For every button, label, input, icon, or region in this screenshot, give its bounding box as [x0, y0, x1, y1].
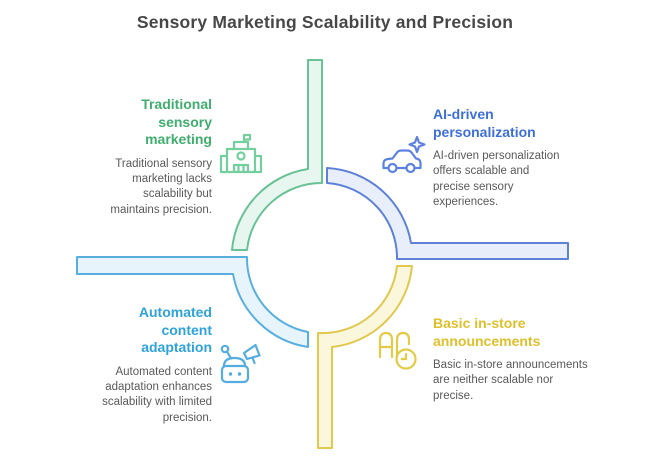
arc-arm-automated-adaptation: [76, 256, 309, 348]
quadrant-basic-announcements-description: Basic in-store announcements are neither…: [433, 359, 588, 402]
quadrant-traditional-description: Traditional sensory marketing lacks scal…: [110, 157, 212, 216]
quadrant-basic-announcements-title: Basic in-store announcements: [433, 315, 541, 349]
robot-megaphone-icon: [214, 336, 262, 386]
smart-car-icon: [380, 134, 428, 178]
quadrant-ai-personalization: AI-driven personalization AI-driven pers…: [433, 106, 593, 211]
quadrant-basic-announcements: Basic in-store announcements Basic in-st…: [433, 315, 603, 404]
quadrant-traditional: Traditional sensory marketing Traditiona…: [82, 96, 212, 218]
arc-arm-traditional: [231, 59, 323, 251]
arc-arm-basic-announcements: [317, 265, 413, 449]
quadrant-automated-adaptation-description: Automated content adaptation enhances sc…: [102, 365, 212, 424]
quadrant-ai-personalization-title: AI-driven personalization: [433, 106, 536, 140]
quadrant-ai-personalization-description: AI-driven personalization offers scalabl…: [433, 150, 560, 209]
page-title: Sensory Marketing Scalability and Precis…: [136, 12, 514, 32]
storefront-icon: [217, 132, 265, 180]
ad-clock-icon: [377, 329, 421, 381]
quadrant-traditional-title: Traditional sensory marketing: [141, 96, 212, 147]
arc-arm-ai-personalization: [326, 167, 569, 260]
quadrant-automated-adaptation-title: Automated content adaptation: [138, 304, 212, 355]
quadrant-automated-adaptation: Automated content adaptation Automated c…: [72, 304, 212, 426]
